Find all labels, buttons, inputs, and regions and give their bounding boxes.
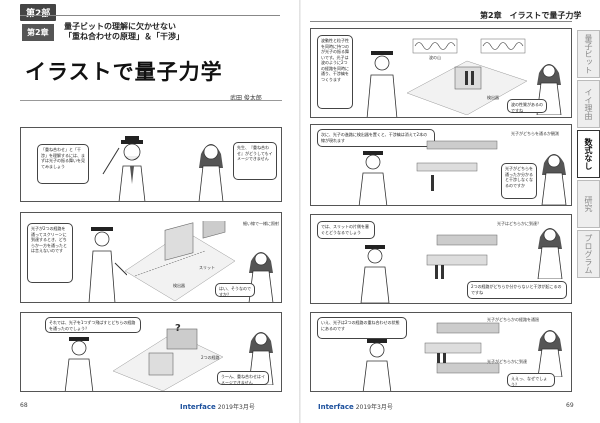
comic-panel-6: では、スリットの片側を塞ぐとどうなるでしょう 光子はどちらかに到達？ 2つの経路… <box>310 214 572 304</box>
chapter-subtitle-1: 量子ビットの理解に欠かせない <box>64 22 176 31</box>
slit-diagram <box>426 234 498 279</box>
professor-figure <box>64 337 94 391</box>
professor-figure <box>360 245 390 303</box>
professor-figure <box>88 227 127 302</box>
label-screen: 検出器 <box>487 95 499 100</box>
comic-panel-3: それでは、光子を1つずつ飛ばすとどちらの経路を通ったのでしょう？ ? 2つの経路… <box>20 312 282 392</box>
label-detection: 光子がどちらを通るか観測 <box>511 131 559 136</box>
chapter-subtitle-2: 「重ね合わせの原理」＆「干渉」 <box>64 32 184 41</box>
part-badge: 第2部 <box>20 4 57 21</box>
label-path-a: 光子がどちらかの経路を通過 <box>487 317 539 322</box>
wave-interference-diagram <box>407 38 528 115</box>
chapter-header: 第2章 イラストで量子力学 <box>480 11 582 20</box>
footer-magazine-right: Interface 2019年3月号 <box>318 402 393 411</box>
spine-gutter <box>299 0 301 423</box>
slit-experiment-diagram <box>125 221 235 301</box>
chapter-badge: 第2章 <box>22 24 54 41</box>
tab-no-formula[interactable]: 数式なし <box>577 130 600 178</box>
issue-label: 2019年3月号 <box>217 404 255 411</box>
professor-figure <box>366 51 398 117</box>
professor-speech-bubble: それでは、光子を1つずつ飛ばすとどちらの経路を通ったのでしょう？ <box>45 317 141 333</box>
article-title: イラストで量子力学 <box>25 60 223 84</box>
label-wave: 波の山 <box>429 55 441 60</box>
tab-research[interactable]: 研究 <box>577 180 600 228</box>
left-page: 第2部 第2章 量子ビットの理解に欠かせない 「重ね合わせの原理」＆「干渉」 イ… <box>20 4 282 411</box>
footer-magazine-left: Interface 2019年3月号 <box>180 402 255 411</box>
student-speech-bubble: 2つの経路がどちらか分からないと干渉が起こるのですね <box>467 281 567 299</box>
professor-figure <box>102 136 146 201</box>
student-speech-bubble: う〜ん、重ね合わせはイメージできません <box>217 371 269 385</box>
comic-panel-1: 「重ね合わせ」と「干渉」を理解するには、まずは光子の振る舞いを見てみましょう 先… <box>20 127 282 202</box>
question-mark: ? <box>175 323 181 334</box>
magazine-logo: Interface <box>318 403 354 411</box>
label-slit: スリット <box>199 265 215 270</box>
professor-speech-bubble: 波動性と粒子性を同時に持つのが光子の振る舞いです。光子は波のように2つの経路を同… <box>317 35 353 109</box>
student-speech-bubble: 先生、『重ね合わせ』がどうしてもイメージできません <box>233 142 277 180</box>
comic-panel-5: 次に、光子の進路に検出器を置くと、干渉縞は消えて2本の線が現れます 光子がどちら… <box>310 124 572 206</box>
student-speech-bubble: はい、そうなのですか？ <box>215 283 255 297</box>
professor-speech-bubble: いえ、光子は2つの経路の重ね合わせの状態にあるのです <box>317 317 407 339</box>
part-divider <box>20 15 280 16</box>
student-speech-bubble: 波の性質があるのですね <box>507 99 547 113</box>
slit-experiment-diagram <box>113 328 223 391</box>
label-screen: 検出器 <box>173 283 185 288</box>
student-speech-bubble: 光子がどちらを通ったか分かると干渉しなくなるのですか <box>501 163 537 199</box>
student-speech-bubble: ええっ、なぜでしょう？ <box>507 373 555 387</box>
professor-figure <box>362 339 392 391</box>
label-path-b: 光子がどちらかに到達 <box>487 359 527 364</box>
magazine-logo: Interface <box>180 403 216 411</box>
label-question: 光子はどちらかに到達？ <box>497 221 541 226</box>
superposition-diagram <box>424 322 500 374</box>
professor-figure <box>358 151 388 205</box>
student-figure <box>537 228 563 279</box>
professor-speech-bubble: 光子が2つの経路を通ってスクリーンに到達するとき、どちらか一方を通ったとは言えな… <box>27 223 73 283</box>
tab-reason[interactable]: イイ理由 <box>577 80 600 128</box>
detector-diagram <box>416 140 498 191</box>
student-figure <box>198 144 224 201</box>
comic-panel-2: 光子が2つの経路を通ってスクリーンに到達するとき、どちらか一方を通ったとは言えな… <box>20 212 282 303</box>
professor-speech-bubble: では、スリットの片側を塞ぐとどうなるでしょう <box>317 221 375 239</box>
comic-panel-7: いえ、光子は2つの経路の重ね合わせの状態にあるのです 光子がどちらかの経路を通過… <box>310 312 572 392</box>
label-detector: 2つの経路 <box>201 355 220 360</box>
tab-qubit[interactable]: 量子ビット <box>577 30 600 78</box>
professor-speech-bubble: 「重ね合わせ」と「干渉」を理解するには、まずは光子の振る舞いを見てみましょう <box>37 144 89 184</box>
professor-speech-bubble: 次に、光子の進路に検出器を置くと、干渉縞は消えて2本の線が現れます <box>317 129 435 147</box>
header-divider <box>310 21 572 22</box>
page-number-left: 68 <box>20 402 28 409</box>
comic-panel-4: 波動性と粒子性を同時に持つのが光子の振る舞いです。光子は波のように2つの経路を同… <box>310 28 572 118</box>
student-figure <box>537 330 563 377</box>
tab-program[interactable]: プログラム <box>577 230 600 278</box>
student-figure <box>248 252 274 302</box>
issue-label: 2019年3月号 <box>355 404 393 411</box>
student-figure <box>541 154 567 205</box>
author-name: 武田 俊太郎 <box>230 95 262 102</box>
page-number-right: 69 <box>566 402 574 409</box>
label-info: 細い線で一様に照射 <box>243 221 279 226</box>
header-divider <box>20 100 282 101</box>
